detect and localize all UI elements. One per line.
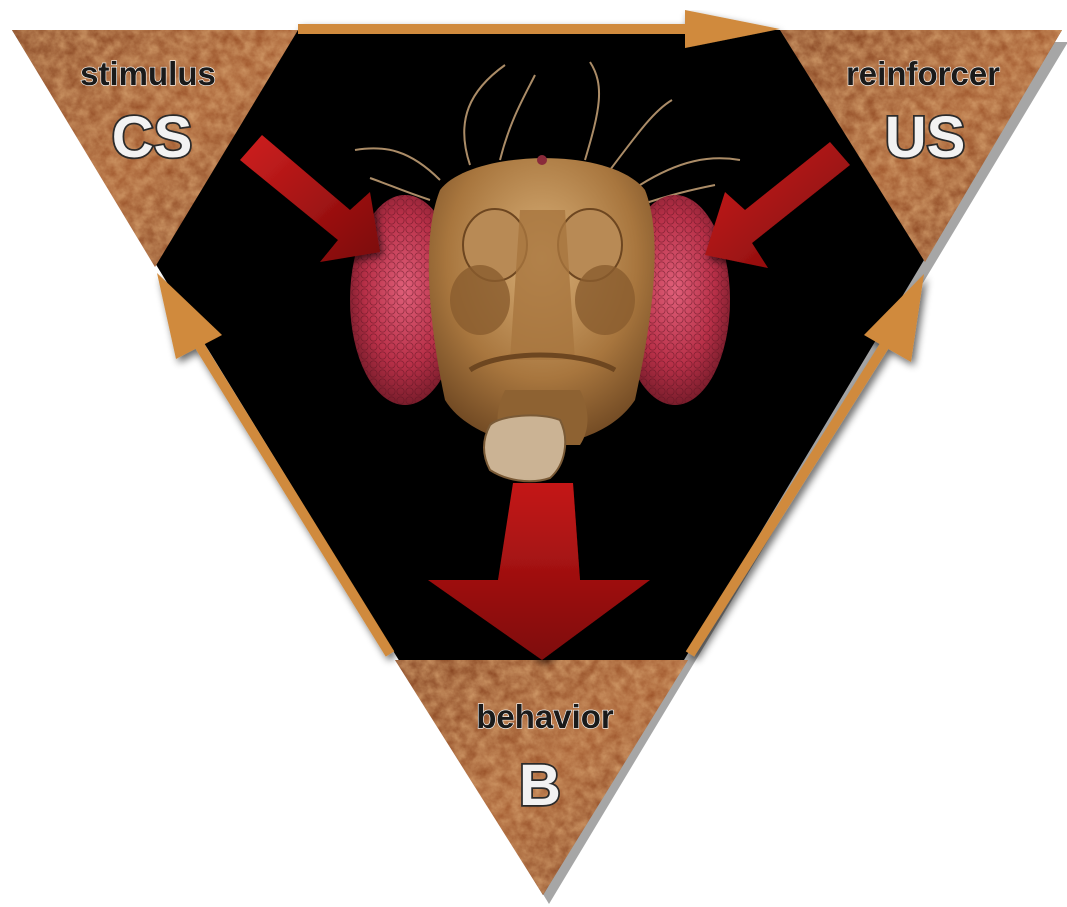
behavior-symbol: B (519, 753, 561, 818)
stimulus-symbol: CS (112, 105, 193, 170)
reinforcer-symbol: US (885, 105, 966, 170)
stimulus-label: stimulus (80, 55, 216, 92)
behavior-label: behavior (476, 698, 614, 735)
reinforcer-label: reinforcer (846, 55, 1000, 92)
